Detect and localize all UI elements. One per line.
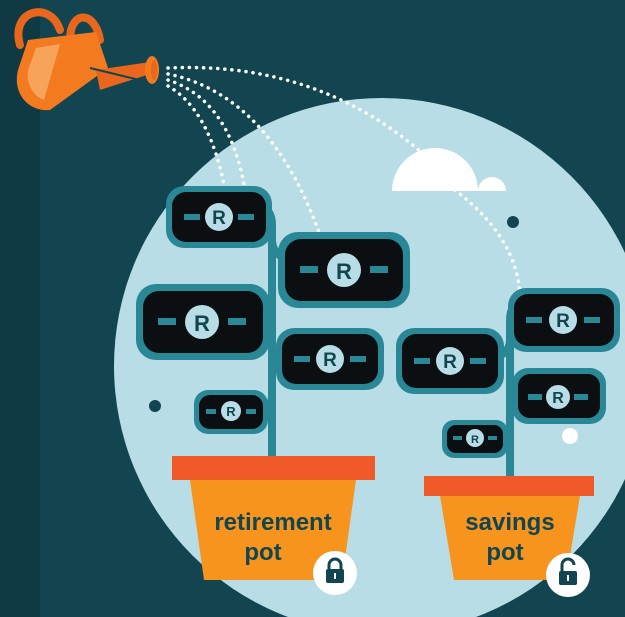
savings-lock-badge <box>546 553 590 597</box>
savings-pot-label: savings pot <box>440 508 580 568</box>
money-notes: R R R <box>136 186 620 458</box>
retirement-pot-label: retirement pot <box>190 508 356 568</box>
padlock-open-icon <box>560 557 576 571</box>
money-note: R <box>136 284 270 360</box>
money-note: R <box>276 328 384 390</box>
currency-symbol: R <box>471 434 479 446</box>
money-note: R <box>194 390 268 434</box>
money-note: R <box>512 368 606 424</box>
currency-symbol: R <box>226 404 236 419</box>
currency-symbol: R <box>552 390 564 407</box>
currency-symbol: R <box>556 311 570 332</box>
retirement-pot-line2: pot <box>244 539 282 566</box>
retirement-pot <box>172 456 375 580</box>
currency-symbol: R <box>336 259 352 284</box>
currency-symbol: R <box>194 311 210 336</box>
savings-pot <box>424 476 594 580</box>
decor-dot <box>507 216 519 228</box>
savings-pot-line2: pot <box>486 539 524 566</box>
money-note: R <box>396 328 504 394</box>
padlock-closed-icon <box>327 557 343 570</box>
currency-symbol: R <box>323 350 337 371</box>
watering-can-icon <box>14 8 159 111</box>
savings-pot-line1: savings <box>465 509 555 536</box>
money-note: R <box>442 420 508 458</box>
retirement-lock-badge <box>313 551 357 595</box>
retirement-pot-line1: retirement <box>214 509 332 536</box>
decor-dot <box>149 400 161 412</box>
decor-dot <box>562 428 578 444</box>
money-note: R <box>508 288 620 352</box>
money-note: R <box>278 232 410 308</box>
currency-symbol: R <box>212 208 226 229</box>
cloud-icon <box>392 148 506 191</box>
currency-symbol: R <box>443 352 457 373</box>
water-stream <box>166 65 522 302</box>
money-note: R <box>166 186 272 248</box>
